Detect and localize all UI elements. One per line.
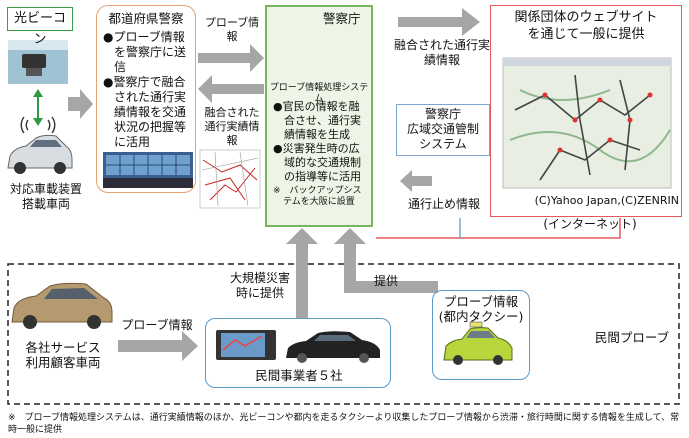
arrow-taxi-to-npa [334,228,438,300]
prefecture-bullet-1: ●プローブ情報を警察庁に送信 [103,30,187,74]
internet-connector-line [376,218,621,239]
arrow-merged-to-prefecture [198,75,264,103]
npa-title: 警察庁 [323,11,361,26]
footnote: ※ プローブ情報処理システムは、通行実績情報のほか、光ビーコンや都内を走るタクシ… [8,413,680,435]
beacon-label-box: 光ビーコン [7,7,73,47]
wide-area-line2: 広域交通管制 [406,122,479,136]
probe-car-image [7,134,73,174]
npa-system-title: プローブ情報処理システム [269,83,369,104]
provide-label: 提供 [374,274,399,288]
disaster-provide-label: 大規模災害時に提供 [229,271,290,300]
signal-wave-icon [20,116,56,134]
npa-bullet-1: ●官民の情報を融合させ、通行実績情報を生成 [273,100,361,141]
arrow-vehicle-to-prefecture [68,89,93,119]
control-room-photo [103,152,193,188]
probe-info-label: プローブ情報 [204,16,260,43]
arrow-closure-to-npa [400,170,432,192]
vehicle-caption: 対応車載装置 搭載車両 [2,182,90,212]
vehicle-caption-line1: 対応車載装置 [9,182,82,196]
route-map-thumbnail [199,149,261,209]
website-title-line2: を通じて一般に提供 [527,27,645,42]
taxi-image [443,321,513,365]
vehicle-caption-line2: 搭載車両 [21,197,70,211]
taxi-probe-box: プローブ情報 (都内タクシー) [432,290,530,380]
arrow-probe-to-npa [198,44,264,72]
website-map-image [502,57,672,189]
internet-label: (インターネット) [543,217,637,231]
flow-arrows [68,8,480,361]
private-operators-box: 民間事業者５社 [205,318,391,388]
arrow-npa-to-website [398,8,480,36]
arrow-customer-to-operators [118,331,198,361]
customer-vehicle-caption: 各社サービス 利用顧客車両 [25,340,101,370]
private-probe-region [7,263,680,405]
private-probe-label: 民間プローブ [594,330,670,345]
website-box: 関係団体のウェブサイト を通じて一般に提供 (C)Yahoo Japan,(C)… [490,5,682,217]
prefecture-police-box: 都道府県警察 ●プローブ情報を警察庁に送信 ●警察庁で融合された通行実績情報を交… [96,5,196,193]
private-operators-label: 民間事業者５社 [255,368,343,383]
arrow-operators-to-npa [286,228,318,318]
prefecture-bullet-2: ●警察庁で融合された通行実績情報を交通状況の把握等に活用 [103,75,187,149]
wide-area-control-box: 警察庁 広域交通管制 システム [396,104,490,156]
wide-area-line3: システム [419,137,467,151]
sedan-car-image [286,331,380,363]
npa-bullet-2: ●災害発生時の広域的な交通規制の指導等に活用 [273,142,361,183]
probe-info-bottom-label: プローブ情報 [121,318,193,332]
car-navigation-device-image [216,330,276,360]
taxi-probe-label: プローブ情報 (都内タクシー) [438,294,524,324]
map-credit: (C)Yahoo Japan,(C)ZENRIN [534,194,679,207]
merged-info-label: 融合された通行実績情報 [204,106,260,147]
beacon-device-image [8,40,68,84]
website-title-line1: 関係団体のウェブサイト [514,10,658,25]
wide-area-line1: 警察庁 [424,107,461,121]
beacon-vehicle-link [33,89,43,126]
merged-info-right-label: 融合された通行実績情報 [394,38,491,67]
npa-box: 警察庁 プローブ情報処理システム ●官民の情報を融合させ、通行実績情報を生成 ●… [265,5,373,227]
prefecture-title: 都道府県警察 [108,11,184,26]
road-closure-label: 通行止め情報 [407,197,480,211]
website-title: 関係団体のウェブサイト を通じて一般に提供 [491,9,681,43]
npa-backup-note: ※ バックアップシステムを大阪に設置 [273,186,362,207]
beacon-label: 光ビーコン [13,11,66,47]
customer-car-image [11,282,113,329]
